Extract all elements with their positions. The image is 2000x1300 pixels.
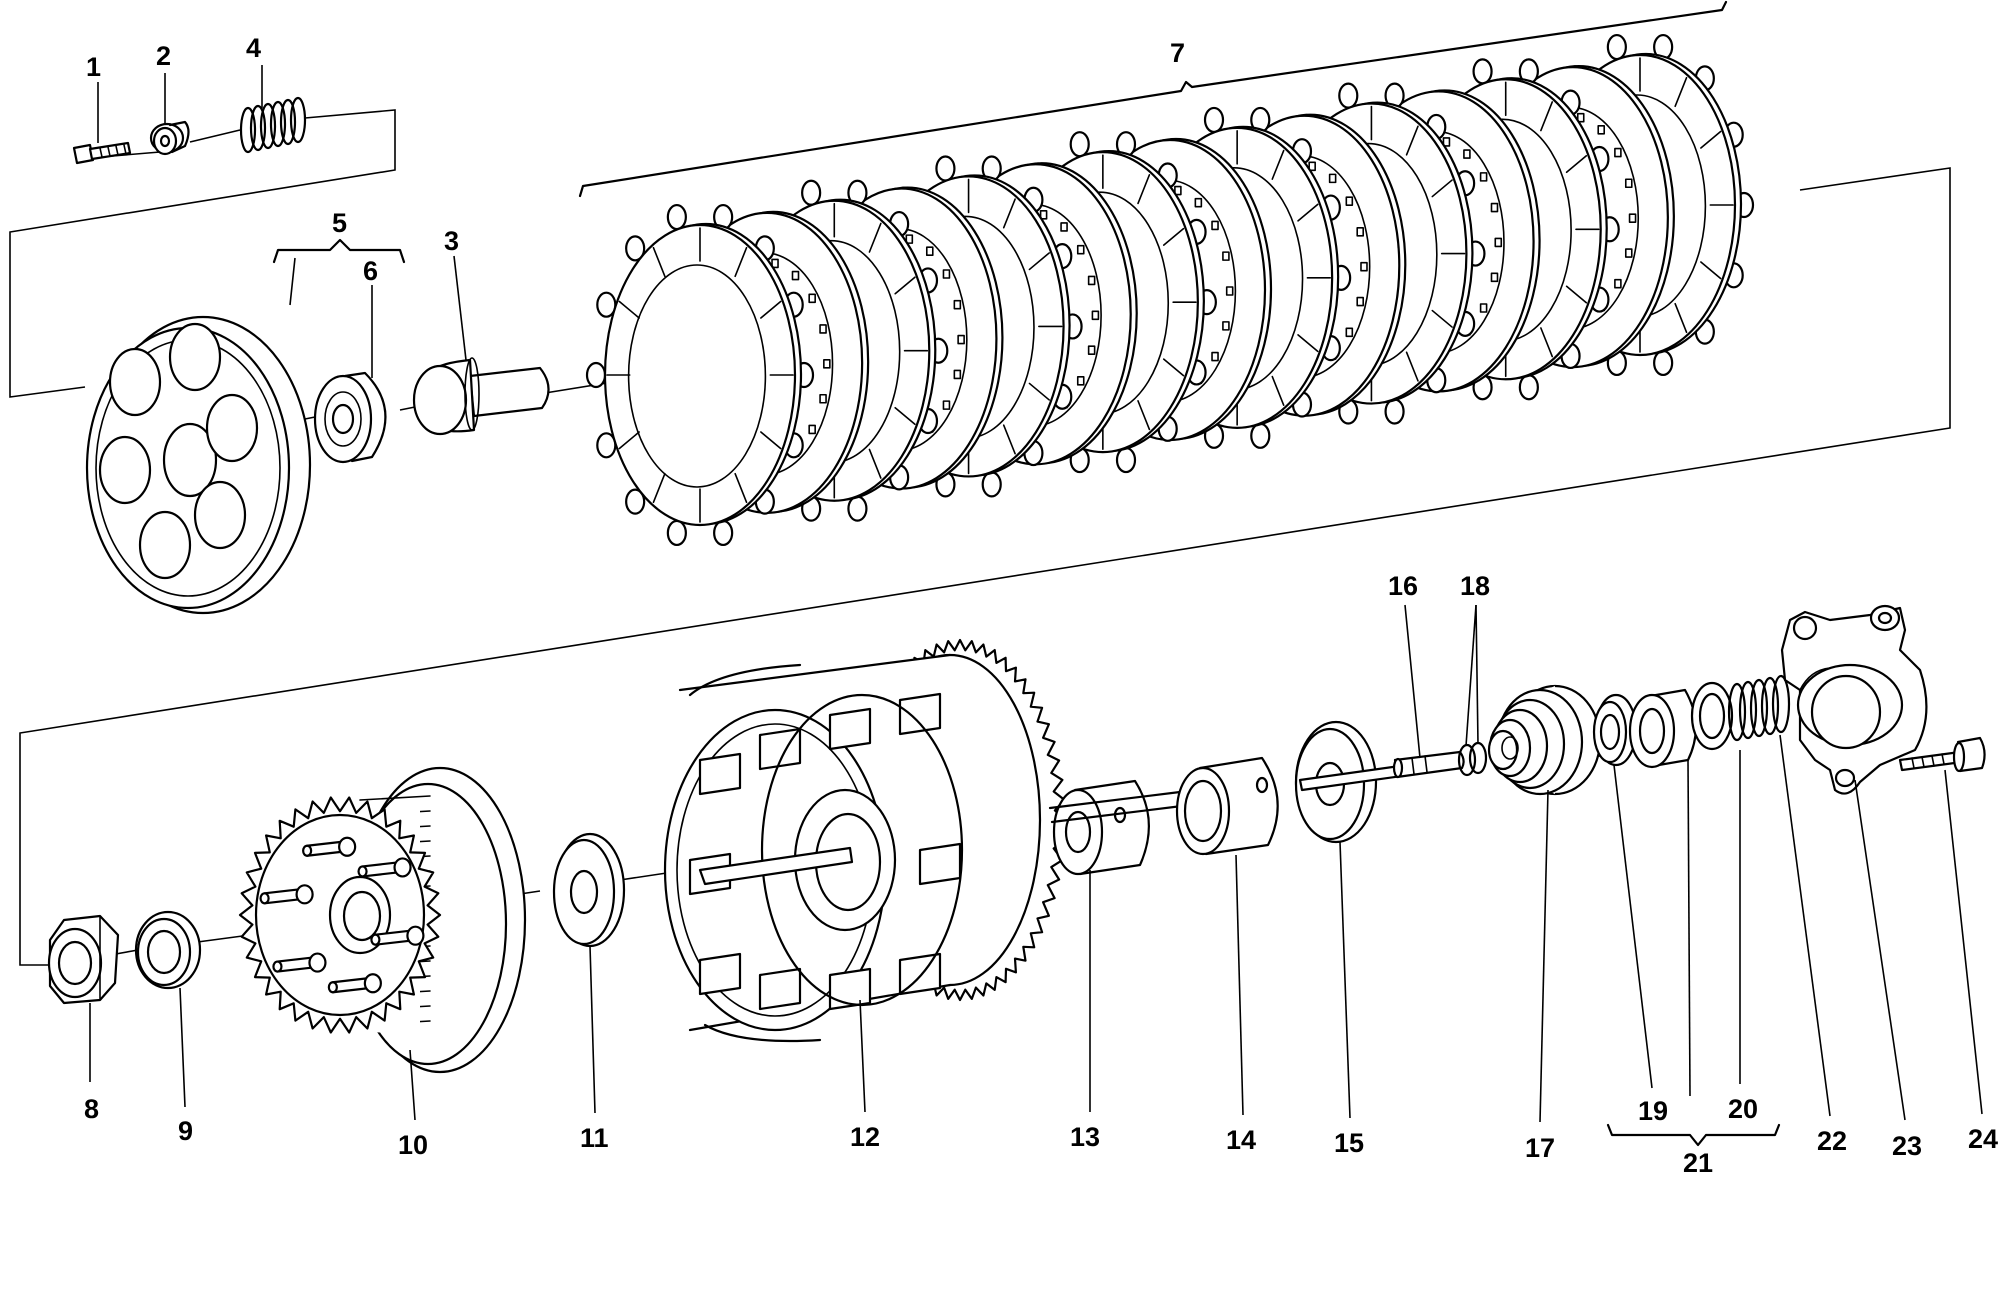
part-22-spring [1727, 674, 1791, 742]
label-4: 4 [246, 33, 261, 63]
label-16: 16 [1388, 571, 1418, 601]
part-5-pressure-plate [85, 315, 312, 615]
part-24-screw [1898, 736, 1986, 773]
part-14-bearing-sleeve [1175, 756, 1279, 856]
label-8: 8 [84, 1094, 99, 1124]
label-2: 2 [156, 41, 171, 71]
part-11-thrust-washer [552, 832, 626, 948]
label-11: 11 [580, 1123, 609, 1153]
clutch-plate [585, 203, 815, 547]
part-1-bolt [72, 141, 132, 165]
label-22: 22 [1817, 1126, 1847, 1156]
label-15: 15 [1334, 1128, 1364, 1158]
label-14: 14 [1226, 1125, 1256, 1155]
label-leader-lines [89, 65, 1983, 1123]
label-5: 5 [332, 208, 347, 238]
part-17-piston [1487, 684, 1602, 796]
label-18: 18 [1460, 571, 1490, 601]
part-9-washer [134, 910, 202, 990]
label-9: 9 [178, 1116, 193, 1146]
part-13-sleeve [1052, 779, 1150, 876]
label-3: 3 [444, 226, 459, 256]
label-24: 24 [1968, 1124, 1998, 1154]
part-8-nut [47, 914, 120, 1005]
part-12-clutch-basket [663, 638, 1067, 1043]
part-number-labels: 1 2 3 4 5 6 7 8 9 10 11 12 13 14 15 16 1… [84, 33, 1998, 1178]
label-10: 10 [398, 1130, 428, 1160]
label-17: 17 [1525, 1133, 1555, 1163]
part-16-push-rod [1298, 750, 1465, 792]
part-7-clutch-plate-pack [585, 33, 1755, 547]
label-13: 13 [1070, 1122, 1100, 1152]
bracket-part-5 [272, 238, 406, 264]
label-23: 23 [1892, 1131, 1922, 1161]
label-21: 21 [1683, 1148, 1713, 1178]
part-3-pushrod-cap [412, 357, 550, 436]
part-23-slave-cylinder-housing [1780, 604, 1928, 795]
label-6: 6 [363, 256, 378, 286]
part-6-bearing [313, 371, 387, 464]
part-2-bushing [149, 120, 190, 156]
label-1: 1 [86, 52, 101, 82]
part-10-inner-clutch-hub [238, 766, 527, 1074]
part-19-seal [1592, 693, 1638, 767]
label-20: 20 [1728, 1094, 1758, 1124]
label-19: 19 [1638, 1096, 1668, 1126]
bracket-part-21 [1606, 1123, 1781, 1147]
pushrod-line [1048, 790, 1184, 824]
label-12: 12 [850, 1122, 880, 1152]
bracket-part-7 [578, 0, 1728, 198]
part-20-seal [1628, 681, 1734, 769]
part-4-spring [239, 96, 307, 154]
label-7: 7 [1170, 38, 1185, 68]
